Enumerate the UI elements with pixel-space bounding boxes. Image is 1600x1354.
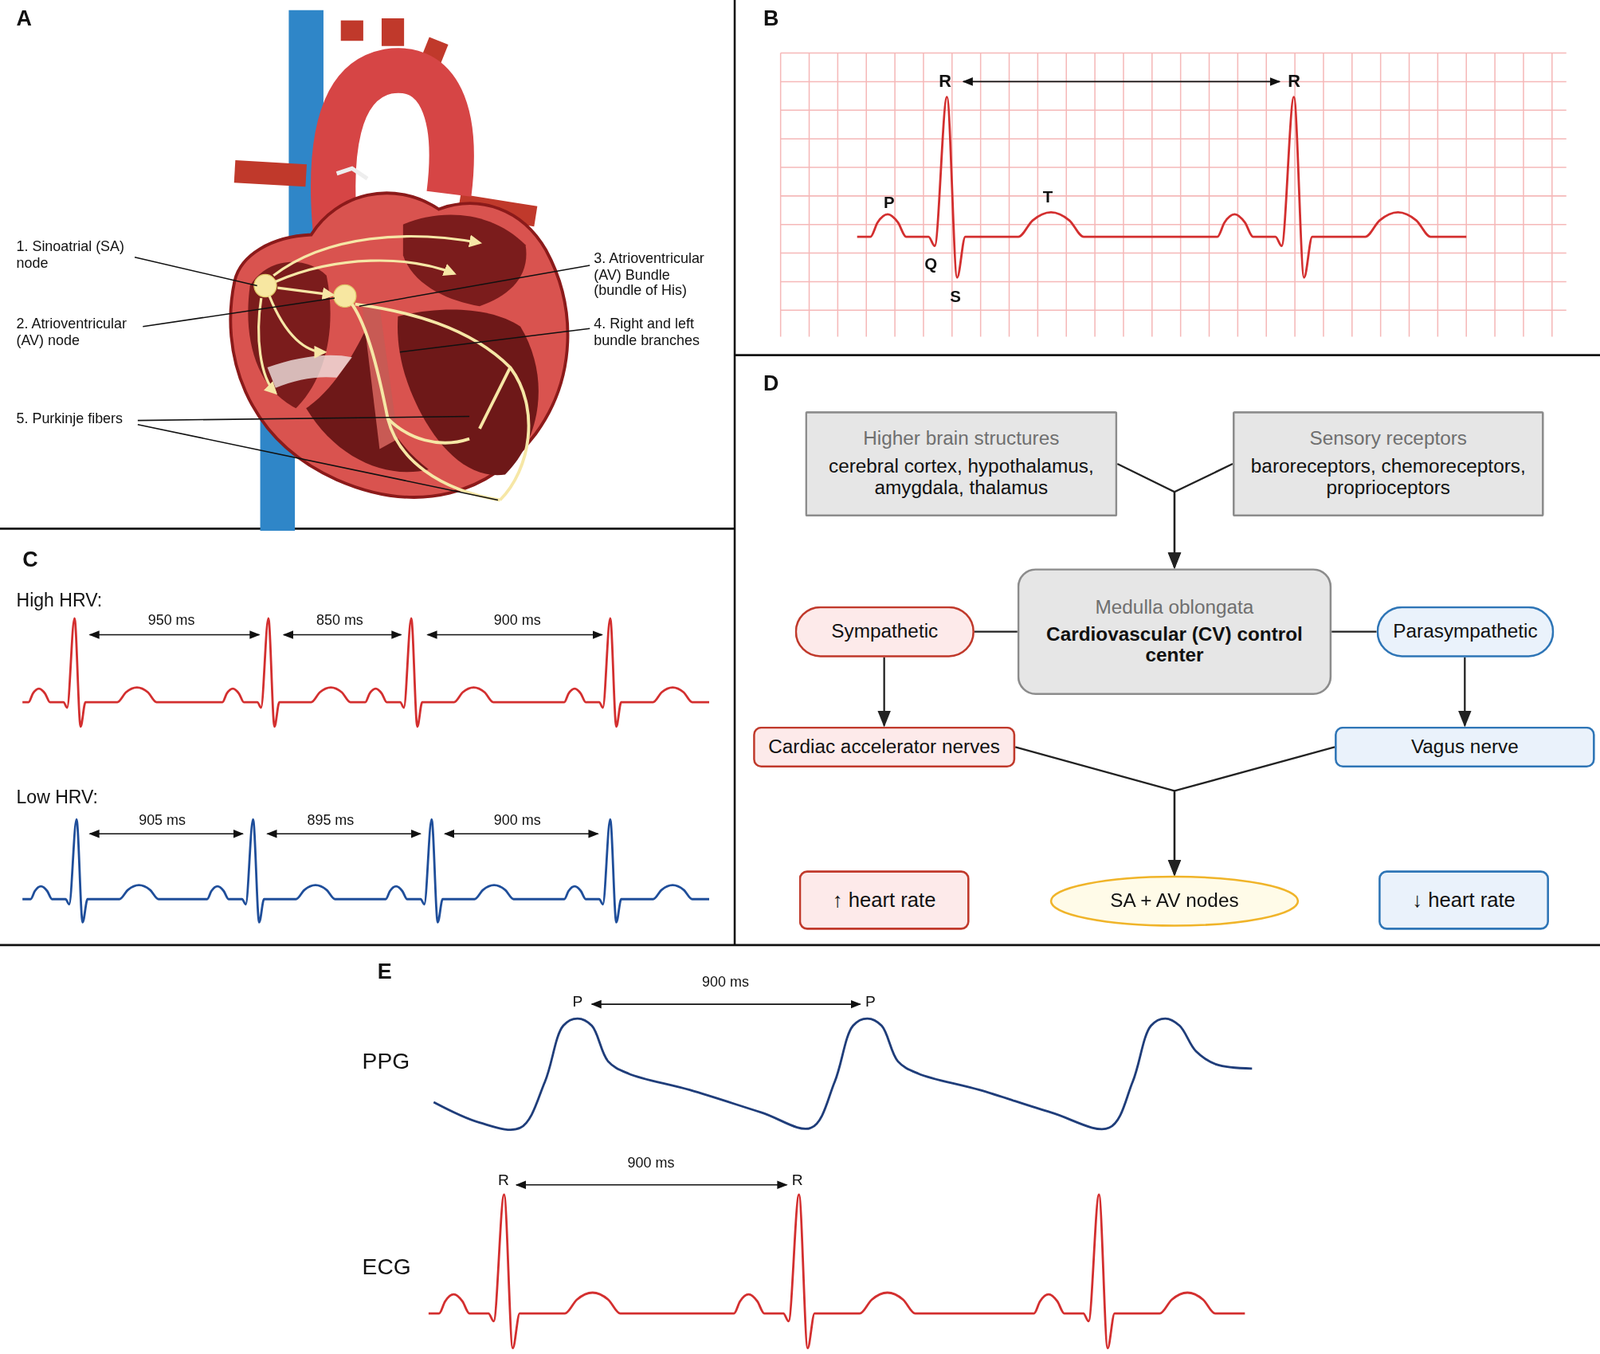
- annotation-label: T: [1043, 188, 1054, 207]
- annotation-label: S: [949, 287, 961, 306]
- box-text: Vagus nerve: [1411, 736, 1519, 758]
- annotation-label: 905 ms: [138, 811, 186, 828]
- input-box: Sensory receptors baroreceptors, chemorec…: [1232, 411, 1545, 517]
- annotation-label: 2. Atrioventricular (AV) node: [15, 316, 149, 349]
- ecg-grid: [780, 53, 1567, 338]
- annotation-label: 850 ms: [316, 611, 364, 628]
- waveforms: [22, 97, 1467, 1349]
- connector: [1117, 463, 1175, 568]
- annotation-label: High HRV:: [15, 589, 102, 611]
- annotation-label: 1. Sinoatrial (SA) node: [15, 239, 144, 271]
- box-text: Parasympathetic: [1392, 620, 1538, 643]
- heart-illustration: [134, 10, 590, 531]
- target-ellipse: SA + AV nodes: [1050, 875, 1299, 927]
- box-heading: Medulla oblongata: [1095, 596, 1255, 619]
- connector: [1174, 746, 1335, 875]
- panel-letter: PPG: [362, 1048, 411, 1075]
- annotation-label: 900 ms: [627, 1155, 675, 1172]
- sympathetic-pill: Sympathetic: [795, 606, 975, 658]
- annotation-label: 895 ms: [306, 811, 354, 828]
- annotation-label: 950 ms: [148, 611, 196, 628]
- nerve-box: Vagus nerve: [1334, 726, 1596, 768]
- box-heading: Sensory receptors: [1309, 428, 1467, 451]
- input-box: Higher brain structures cerebral cortex, …: [804, 411, 1118, 517]
- annotation-label: R: [498, 1171, 510, 1189]
- annotation-label: 5. Purkinje fibers: [15, 411, 123, 428]
- panel-letter: E: [377, 959, 393, 984]
- panel-letter: D: [763, 371, 779, 396]
- annotation-label: P: [572, 992, 583, 1011]
- panel-letter: A: [15, 6, 32, 31]
- nerve-box: Cardiac accelerator nerves: [752, 726, 1016, 768]
- control-center-box: Medulla oblongataCardiovascular (CV) con…: [1017, 568, 1332, 695]
- annotation-label: 3. Atrioventricular (AV) Bundle (bundle …: [593, 250, 722, 299]
- box-text: Cardiovascular (CV) control center: [1029, 623, 1320, 667]
- annotation-label: 900 ms: [701, 974, 750, 991]
- connector: [974, 631, 1018, 633]
- connector: [1331, 631, 1377, 633]
- annotation-label: 900 ms: [494, 611, 542, 628]
- annotation-label: P: [865, 992, 876, 1011]
- box-text: ↑ heart rate: [832, 888, 937, 911]
- panel-letter: B: [763, 6, 779, 31]
- box-text: ↓ heart rate: [1411, 888, 1516, 911]
- box-text: Cardiac accelerator nerves: [768, 736, 1000, 758]
- annotation-label: R: [938, 71, 952, 91]
- box-heading: Higher brain structures: [862, 428, 1059, 451]
- panel-borders: [0, 0, 1600, 946]
- panel-letter: ECG: [362, 1254, 412, 1281]
- annotation-label: 4. Right and left bundle branches: [593, 316, 717, 349]
- effect-box: ↓ heart rate: [1378, 870, 1550, 930]
- connector: [882, 657, 885, 726]
- annotation-label: 900 ms: [494, 811, 542, 828]
- box-text: baroreceptors, chemoreceptors, proprioce…: [1244, 455, 1532, 499]
- annotation-label: R: [792, 1171, 804, 1189]
- box-text: SA + AV nodes: [1109, 890, 1239, 912]
- connector: [1463, 657, 1466, 726]
- effect-box: ↑ heart rate: [799, 870, 970, 930]
- annotation-label: R: [1287, 71, 1301, 91]
- box-text: cerebral cortex, hypothalamus, amygdala,…: [817, 455, 1106, 499]
- box-text: Sympathetic: [831, 620, 938, 643]
- annotation-label: P: [883, 193, 895, 212]
- connector: [1174, 463, 1233, 568]
- parasympathetic-pill: Parasympathetic: [1376, 606, 1555, 658]
- annotation-label: Low HRV:: [15, 786, 99, 808]
- annotation-label: Q: [924, 254, 938, 274]
- panel-letter: C: [22, 546, 38, 571]
- connector: [1015, 746, 1175, 875]
